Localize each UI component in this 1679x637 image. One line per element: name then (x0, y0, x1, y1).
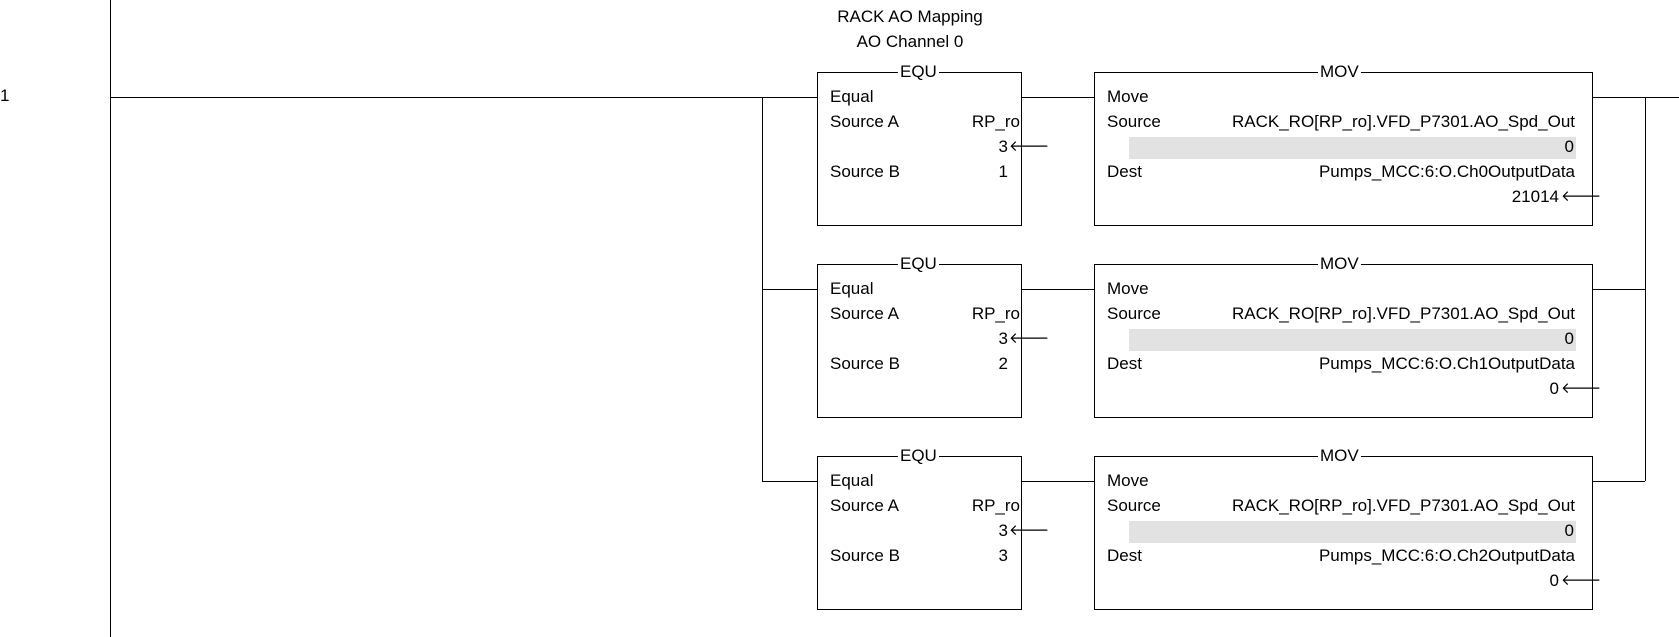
source-value: 0 (1564, 137, 1574, 156)
source-tag[interactable]: RACK_RO[RP_ro].VFD_P7301.AO_Spd_Out (1232, 304, 1575, 323)
equ-instruction-block[interactable]: EQU Equal Source A RP_ro 3 🡐 Source B 1 (817, 62, 1049, 226)
instruction-name: Move (1107, 87, 1149, 106)
source-a-label: Source A (830, 112, 899, 131)
dest-tag[interactable]: Pumps_MCC:6:O.Ch2OutputData (1318, 546, 1575, 565)
dest-value: 0 (1549, 379, 1559, 398)
source-a-label: Source A (830, 496, 899, 515)
dest-tag[interactable]: Pumps_MCC:6:O.Ch0OutputData (1318, 162, 1575, 181)
source-value-field (1129, 329, 1576, 351)
source-label: Source (1107, 496, 1161, 515)
left-arrow-icon: 🡐 (1561, 188, 1602, 205)
source-tag[interactable]: RACK_RO[RP_ro].VFD_P7301.AO_Spd_Out (1232, 496, 1575, 515)
equ-instruction-block[interactable]: EQU Equal Source A RP_ro 3 🡐 Source B 3 (817, 446, 1049, 610)
source-value: 0 (1564, 329, 1574, 348)
dest-value: 0 (1549, 571, 1559, 590)
source-b-label: Source B (830, 546, 900, 565)
rung-comment-line2: AO Channel 0 (856, 32, 964, 51)
source-a-value: 3 (998, 329, 1008, 348)
instruction-name: Equal (830, 87, 874, 106)
source-b-value[interactable]: 3 (998, 546, 1008, 565)
dest-value: 21014 (1511, 187, 1559, 206)
source-b-label: Source B (830, 162, 900, 181)
source-b-label: Source B (830, 354, 900, 373)
source-a-tag[interactable]: RP_ro (971, 304, 1020, 323)
source-a-label: Source A (830, 304, 899, 323)
left-arrow-icon: 🡐 (1561, 572, 1602, 589)
rung-comment-line1: RACK AO Mapping (837, 7, 983, 26)
instruction-mnemonic: EQU (898, 62, 939, 82)
source-a-tag[interactable]: RP_ro (971, 112, 1020, 131)
left-arrow-icon: 🡐 (1561, 380, 1602, 397)
dest-label: Dest (1107, 354, 1142, 373)
dest-label: Dest (1107, 162, 1142, 181)
instruction-name: Move (1107, 471, 1149, 490)
instruction-name: Equal (830, 279, 874, 298)
left-arrow-icon: 🡐 (1009, 330, 1050, 347)
left-arrow-icon: 🡐 (1009, 138, 1050, 155)
instruction-mnemonic: EQU (898, 254, 939, 274)
mov-instruction-block[interactable]: MOV Move Source RACK_RO[RP_ro].VFD_P7301… (1094, 62, 1601, 226)
source-a-tag[interactable]: RP_ro (971, 496, 1020, 515)
instruction-mnemonic: MOV (1318, 446, 1361, 466)
rung-number: 1 (0, 86, 10, 105)
source-b-value[interactable]: 1 (998, 162, 1008, 181)
instruction-mnemonic: EQU (898, 446, 939, 466)
mov-instruction-block[interactable]: MOV Move Source RACK_RO[RP_ro].VFD_P7301… (1094, 446, 1601, 610)
left-arrow-icon: 🡐 (1009, 522, 1050, 539)
instruction-mnemonic: MOV (1318, 254, 1361, 274)
source-b-value[interactable]: 2 (998, 354, 1008, 373)
source-label: Source (1107, 304, 1161, 323)
dest-label: Dest (1107, 546, 1142, 565)
instruction-name: Move (1107, 279, 1149, 298)
equ-instruction-block[interactable]: EQU Equal Source A RP_ro 3 🡐 Source B 2 (817, 254, 1049, 418)
source-a-value: 3 (998, 521, 1008, 540)
instruction-mnemonic: MOV (1318, 62, 1361, 82)
source-value: 0 (1564, 521, 1574, 540)
mov-instruction-block[interactable]: MOV Move Source RACK_RO[RP_ro].VFD_P7301… (1094, 254, 1601, 418)
instruction-name: Equal (830, 471, 874, 490)
source-a-value: 3 (998, 137, 1008, 156)
source-tag[interactable]: RACK_RO[RP_ro].VFD_P7301.AO_Spd_Out (1232, 112, 1575, 131)
source-value-field (1129, 521, 1576, 543)
source-value-field (1129, 137, 1576, 159)
source-label: Source (1107, 112, 1161, 131)
dest-tag[interactable]: Pumps_MCC:6:O.Ch1OutputData (1318, 354, 1575, 373)
